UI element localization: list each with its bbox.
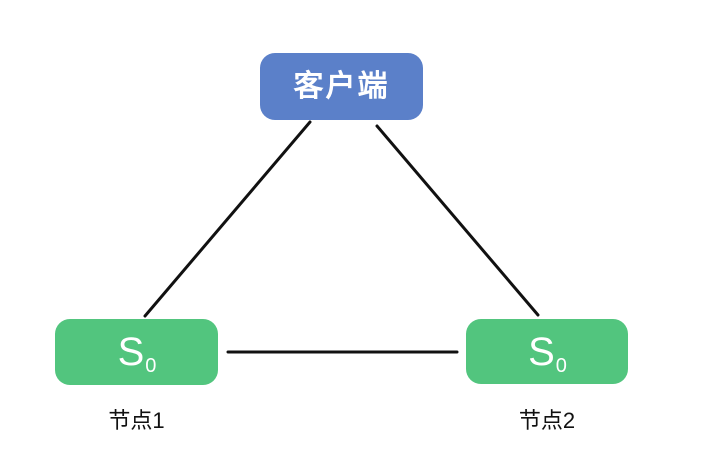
node2-caption: 节点2 — [518, 408, 576, 433]
server-node-1: S0 — [55, 319, 218, 385]
edge-client-node2 — [375, 124, 540, 317]
server-node-1-label-sub: 0 — [145, 355, 157, 377]
server-node-2-label-sub: 0 — [555, 354, 567, 377]
client-node-label: 客户端 — [293, 69, 390, 103]
server-node-2-label: S0 — [528, 329, 567, 376]
edge-client-node1 — [143, 120, 312, 318]
server-node-1-label: S0 — [117, 330, 157, 376]
server-node-2: S0 — [466, 319, 628, 384]
node1-caption: 节点1 — [108, 408, 165, 433]
server-node-2-label-main: S — [528, 329, 555, 374]
server-node-1-label-main: S — [117, 330, 145, 374]
client-node: 客户端 — [260, 53, 423, 120]
